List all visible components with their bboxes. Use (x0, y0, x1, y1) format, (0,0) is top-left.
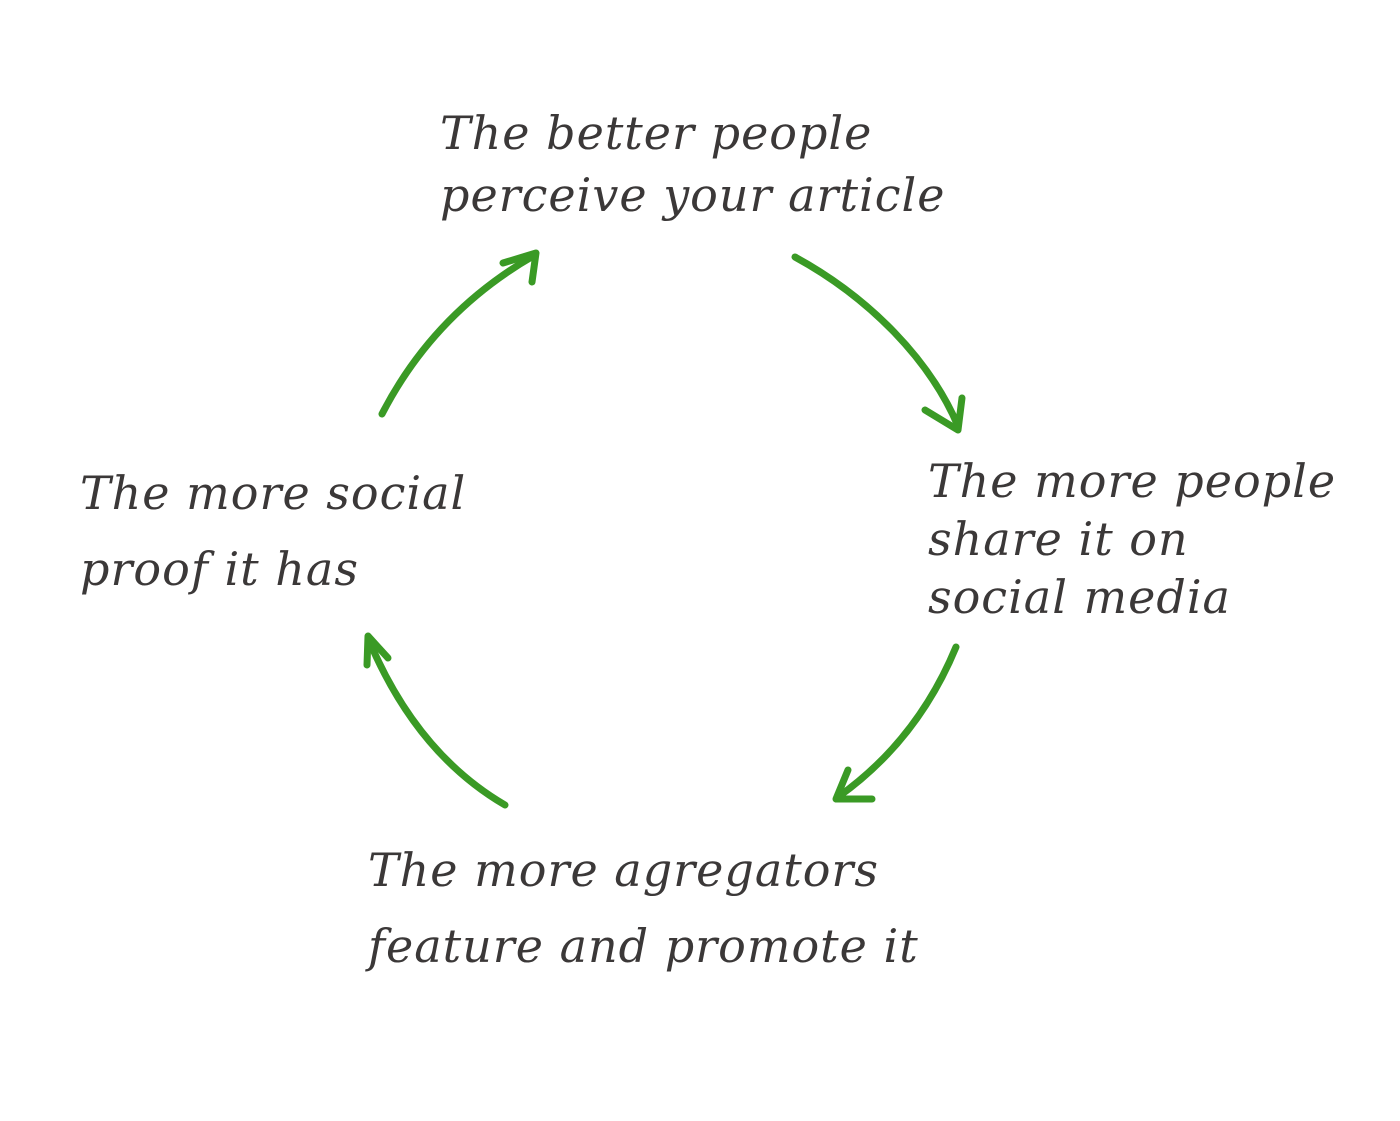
node-social-sharing: The more people share it on social media (928, 452, 1336, 626)
node-line: feature and promote it (368, 919, 919, 973)
node-line: The more social (80, 466, 467, 520)
node-social-proof: The more social proof it has (80, 455, 466, 607)
node-better-perception: The better people perceive your article (440, 102, 945, 226)
node-line: social media (928, 570, 1231, 624)
node-line: The better people (440, 106, 873, 160)
node-line: perceive your article (440, 168, 946, 222)
arrow-top-to-right (791, 253, 966, 434)
node-aggregator-promotion: The more agregators feature and promote … (368, 832, 919, 984)
arrow-left-to-top (378, 249, 540, 418)
arrow-right-to-bottom (832, 643, 960, 803)
arrow-bottom-to-left (363, 632, 509, 809)
node-line: share it on (928, 512, 1189, 566)
node-line: The more people (928, 454, 1337, 508)
node-line: The more agregators (368, 843, 880, 897)
node-line: proof it has (80, 542, 359, 596)
